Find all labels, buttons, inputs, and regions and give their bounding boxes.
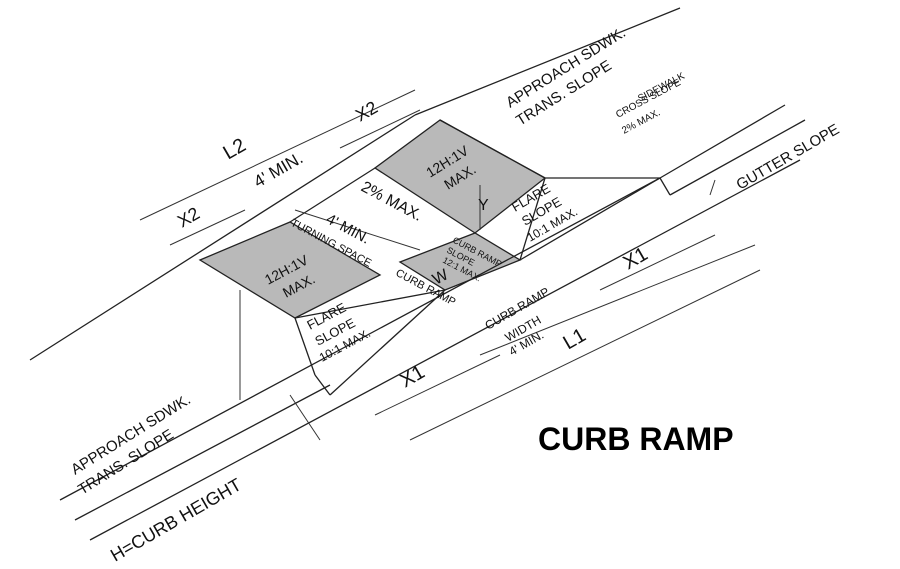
x1-left-label: X1 (397, 361, 429, 392)
dim-x2-left-line (169, 209, 246, 246)
flare-left-inner (294, 289, 446, 319)
curb-face-right (669, 119, 806, 196)
x2-left-label: X2 (174, 203, 203, 231)
diagram-title: CURB RAMP (538, 421, 734, 457)
flare-right-inner (519, 177, 546, 261)
curb-step-right (659, 177, 671, 196)
curb-face-top (59, 177, 661, 501)
dim-l1-line (409, 269, 761, 441)
dim-x2-top-line (339, 109, 421, 149)
gutter-arrow (709, 179, 716, 196)
l1-label: L1 (560, 324, 590, 354)
curb-top-right (659, 104, 786, 179)
gutter-slope-label: GUTTER SLOPE (734, 121, 843, 194)
curb-face-mid (74, 384, 331, 521)
dim-4min-turn-line (294, 209, 421, 251)
sidewalk-back-edge-left (29, 114, 416, 361)
l2-label: L2 (220, 134, 250, 164)
x2-top-label: X2 (352, 97, 381, 125)
x1-right-label: X1 (620, 243, 652, 274)
y-label: Y (478, 197, 489, 214)
dim-x1-right-line (599, 234, 716, 291)
sidewalk-back-edge-right (414, 7, 681, 116)
flare-right-outer (519, 177, 661, 261)
dim-l2-line (139, 89, 416, 221)
gutter-line (89, 159, 801, 541)
dim-crw-line (479, 244, 756, 356)
ramp-left-edge (329, 289, 446, 396)
dim-x1-left-line (374, 354, 501, 416)
curb-height-leader (289, 394, 321, 441)
curb-step-left (314, 374, 331, 396)
left-transition-panel (198, 221, 382, 319)
